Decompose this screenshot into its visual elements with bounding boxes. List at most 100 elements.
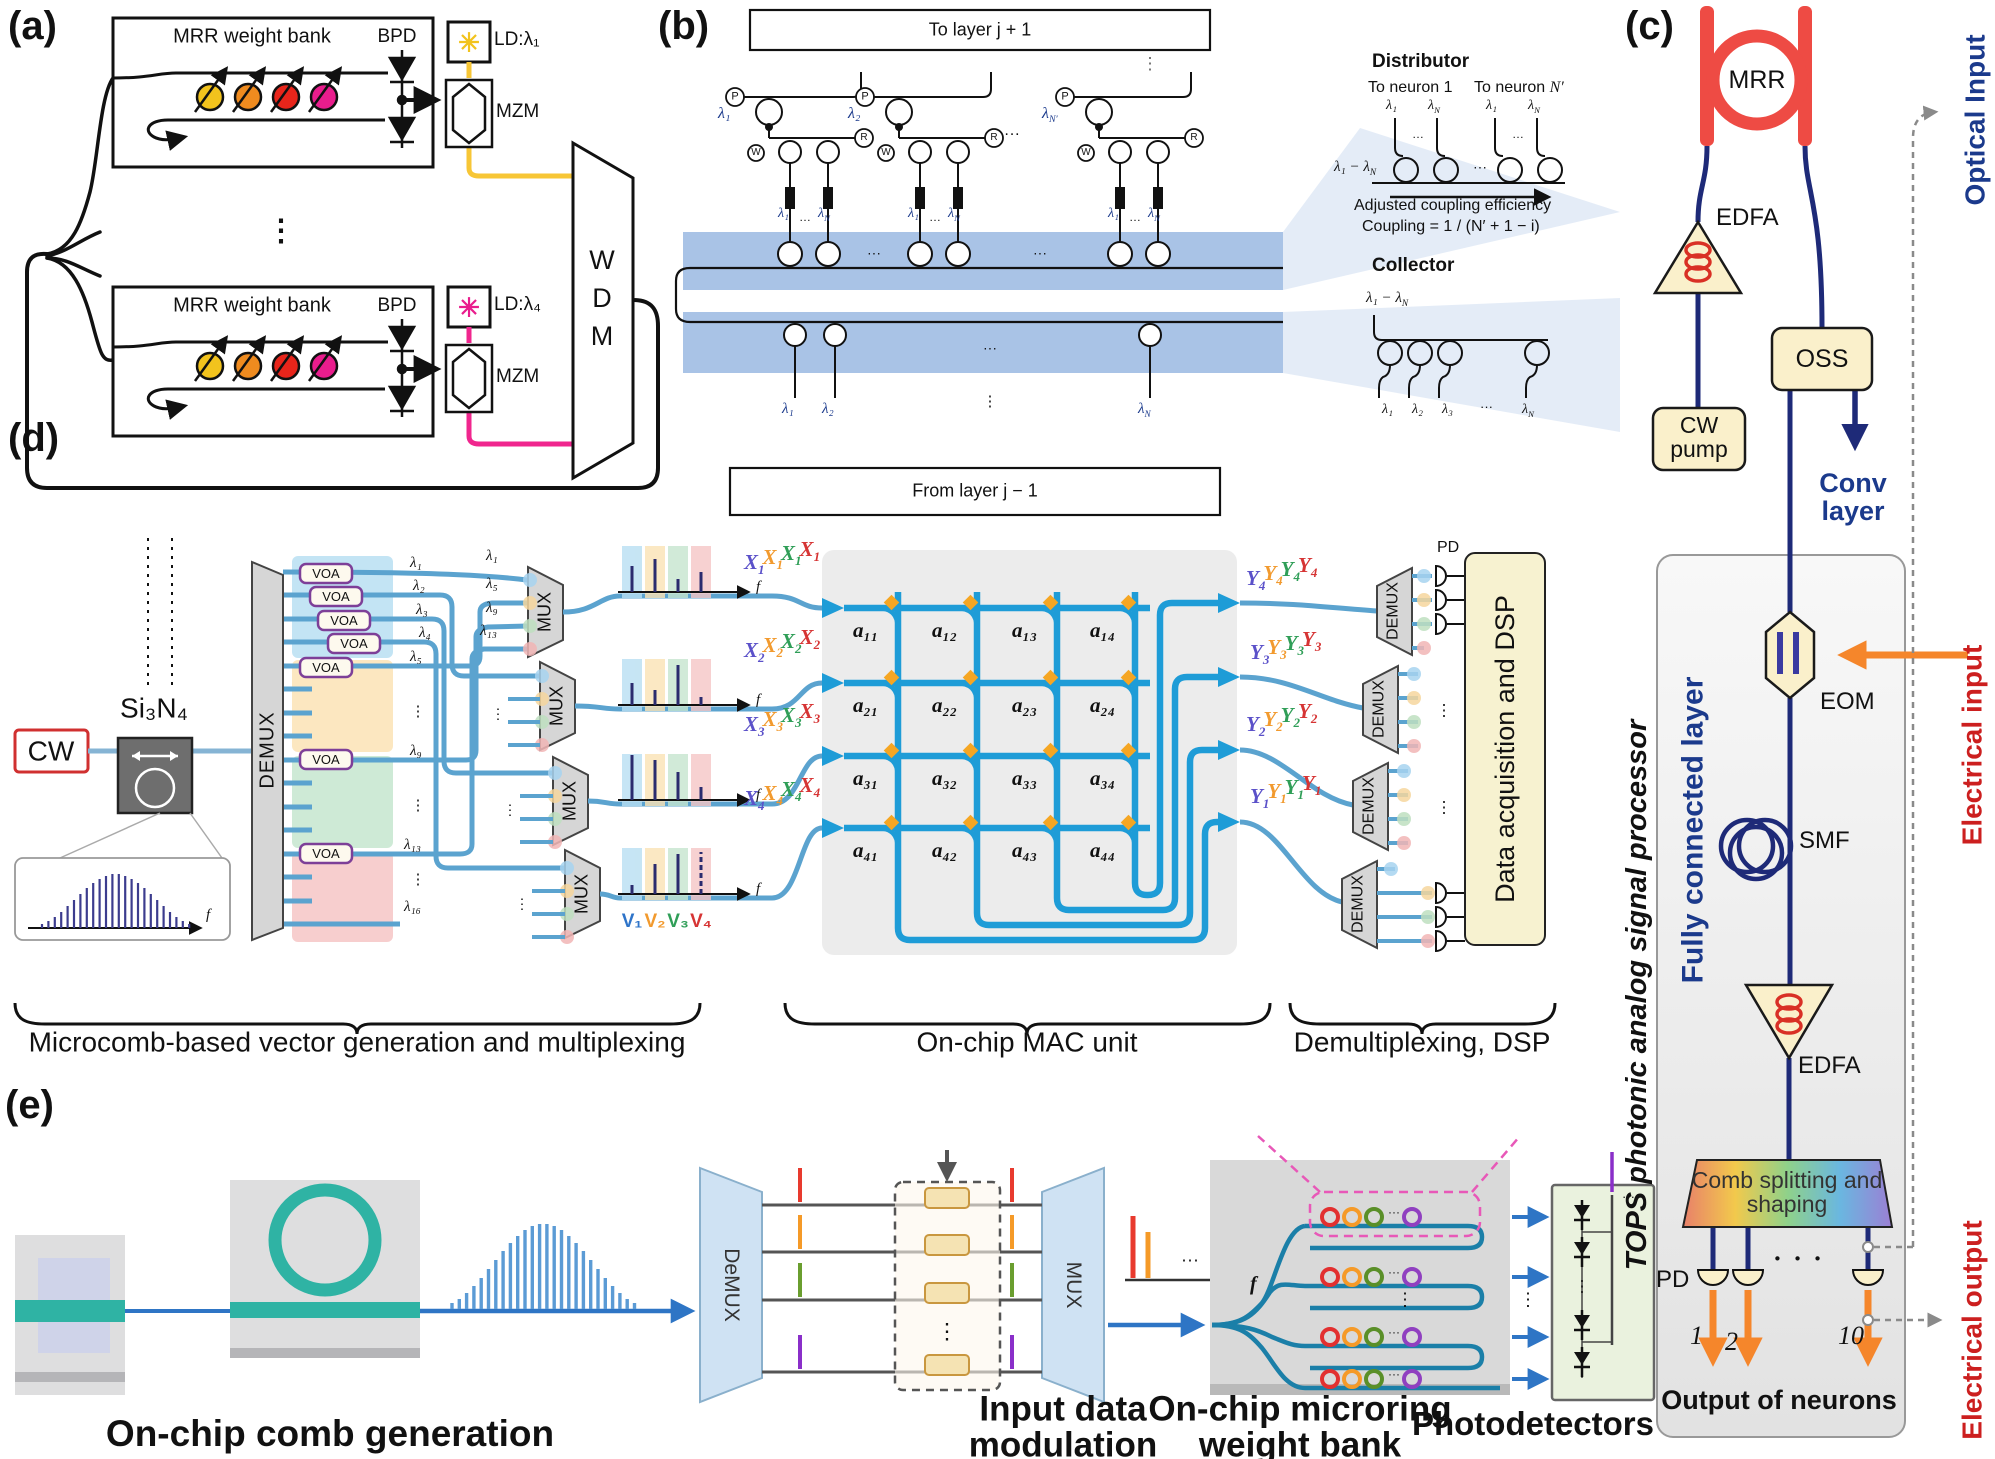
d-l9-a: λ₉ [410,743,422,759]
v3-label: V₃ [667,911,689,933]
laser4-star-icon: ✳ [458,292,480,323]
d-l13-b: λ₁₃ [480,623,497,639]
continuation-dashes [147,538,173,685]
pd-domes [1696,1269,1885,1286]
a33: a₃₃ [1012,766,1038,790]
cw-pump-box [1651,406,1747,472]
coll-l3: λ₃ [1442,402,1453,417]
e-modulators [924,1187,970,1376]
d-vdots-1: ⋮ [410,703,426,721]
r-node-3: R [1190,131,1198,143]
voa-13: VOA [312,846,340,862]
collector-inset [1373,315,1550,398]
panel-a-weight-banks [111,16,442,438]
a43: a₄₃ [1012,838,1038,862]
dist-l1a: λ₁ [1386,98,1397,113]
inset-f: f [206,907,211,923]
dashed-feedback [1862,112,1938,1328]
demux-r3: DEMUX [1360,777,1378,835]
mac-unit [822,550,1240,955]
panel-a-broadcast-loop [25,76,660,490]
arrow-vdots: ⋮ [1519,1289,1537,1310]
mzm2-label: MZM [496,366,540,387]
d-l5-a: λ₅ [410,649,422,665]
a41: a₄₁ [853,838,879,862]
coupler-arcs [877,605,1138,849]
mux-2-label: MUX [546,686,567,726]
band-l1-u2: λ₁ [908,206,919,221]
coll-range: λ₁ − λN [1366,290,1409,309]
weight-bank-chip [1210,1135,1521,1395]
mux-1-label: MUX [534,592,555,632]
pump-node-1: P [731,90,739,103]
a32: a₃₂ [932,766,958,790]
e-demux-shape [699,1166,763,1404]
voa-9: VOA [312,752,340,768]
e-mux-label: MUX [1061,1261,1085,1309]
balanced-photodetector-icon [387,50,442,148]
dist-dots-1: … [1412,127,1424,141]
caption-photodetectors: Photodetectors [1411,1404,1655,1442]
modulator-vdots: ⋮ [936,1318,958,1344]
distributor-title: Distributor [1372,51,1470,72]
panel-e-label: (e) [5,1083,54,1127]
wdm-label: WDM [587,245,618,359]
oss-label: OSS [1795,345,1849,373]
a34: a₃₄ [1090,766,1116,790]
mux2-vdots: ⋮ [491,705,505,722]
distributor-inset [1372,118,1565,206]
comb-spectrum-e [450,1224,637,1309]
distributor-band [683,232,1283,290]
spec-f-3: f [756,787,761,803]
a44: a₄₄ [1090,838,1116,862]
caption-input-modulation: Input data modulation [968,1389,1158,1459]
panel-d [13,538,1557,1035]
collector-l1: λ₁ [782,401,794,417]
d-vdots-2: ⋮ [410,797,426,815]
fully-connected-label: Fully connected layer [1676,676,1710,984]
weight-rings [1320,1207,1422,1389]
dsp-box-label: Data acquisition and DSP [1489,595,1520,903]
band-dots-u1: … [799,210,811,224]
b-unit-cdots: ··· [1004,125,1020,143]
demux-output-wires [282,569,565,927]
demux-r-vdots-2: ⋮ [1436,799,1452,817]
optical-input-label: Optical Input [1959,34,1991,206]
y-vector-2: Y2Y2Y2Y2 [1246,699,1318,740]
coll-cdots: ··· [1480,399,1493,414]
band-lN-u3: λN [1148,206,1160,223]
caption-weight-bank: On-chip microring weight bank [1148,1389,1452,1459]
pump-chip [15,1235,125,1395]
neuron2-lambda: λ₂ [848,105,861,122]
dist-dots-2: … [1512,127,1524,141]
e-row-spikes [798,1168,1014,1369]
demux-right-shapes [1341,566,1413,950]
wb-cdots-1: ··· [1388,1205,1400,1219]
weight-diamonds [883,594,1137,831]
d-l9-b: λ₉ [486,600,498,616]
laser1-star-icon: ✳ [458,27,480,58]
cw-pump-label: CW pump [1670,412,1728,462]
mac-to-demux-wires [1239,600,1378,905]
neuron1-lambda: λ₁ [718,105,731,122]
panel-a-label: (a) [8,4,57,48]
b-vdots-top: ⋮ [1141,54,1159,74]
wb-vdots: ⋮ [1396,1289,1414,1310]
coll-lN: λN [1522,402,1534,419]
pump-node-3: P [1061,90,1069,103]
wb-cdots-3: ··· [1388,1325,1400,1339]
d-l3: λ₃ [416,602,428,618]
mrr-label: MRR [1728,66,1786,94]
mux-trapezoids [527,565,601,940]
neuron-1-label: 1 [1690,1321,1703,1350]
neuron-10-label: 10 [1838,1321,1864,1350]
coupling-formula: Coupling = 1 / (N′ + 1 − i) [1362,218,1540,235]
a14: a₁₄ [1090,618,1116,642]
cw-label: CW [27,735,75,767]
a24: a₂₄ [1090,693,1116,717]
d-vdots-3: ⋮ [410,871,426,889]
voa-1: VOA [312,566,340,582]
electrical-input-label: Electrical input [1956,644,1988,846]
pd-box-cdots: ··· [1622,1189,1635,1204]
weight-node-1: W [751,146,761,158]
